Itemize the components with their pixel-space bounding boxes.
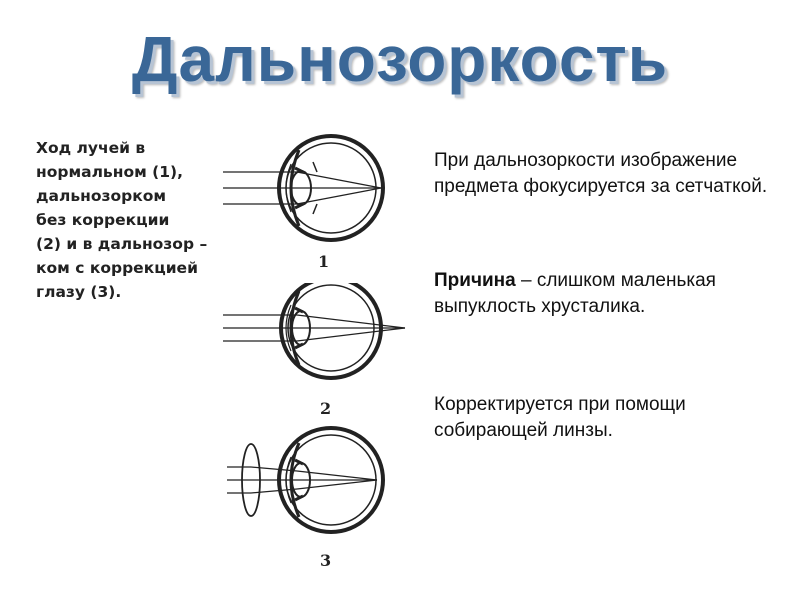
caption-line: нормальном (1), (36, 163, 184, 181)
caption-line: Ход лучей в (36, 139, 146, 157)
caption-line: глазу (3). (36, 283, 122, 301)
caption-line: (2) и в дальнозор – (36, 235, 208, 253)
figure-number: 3 (320, 551, 332, 570)
caption-line: дальнозорком (36, 187, 167, 205)
cause-label: Причина (434, 270, 516, 291)
eye-diagram-hyperopia: 2 (205, 276, 415, 433)
slide-title: Дальнозоркость (131, 23, 669, 95)
eye-hyperopia-drawing (223, 276, 406, 380)
cause-text: – слишком маленькая выпуклость хрусталик… (434, 270, 716, 317)
eye-diagram-corrected: 3 (205, 425, 415, 575)
eye-normal-drawing (223, 134, 385, 242)
caption-line: ком с коррекцией (36, 259, 198, 277)
eye-corrected-drawing (227, 426, 385, 534)
figure-number: 1 (318, 252, 330, 271)
eye-diagram-normal: 1 (205, 128, 415, 278)
paragraph-cause: Причина – слишком маленькая выпуклость х… (434, 268, 774, 320)
figure-number: 2 (320, 399, 332, 418)
caption-line: без коррекции (36, 211, 170, 229)
paragraph-definition: При дальнозоркости изображение предмета … (434, 150, 768, 197)
figure-caption: Ход лучей в нормальном (1), дальнозорком… (36, 136, 266, 304)
paragraph-correction: Корректируется при помощи собирающей лин… (434, 394, 686, 441)
